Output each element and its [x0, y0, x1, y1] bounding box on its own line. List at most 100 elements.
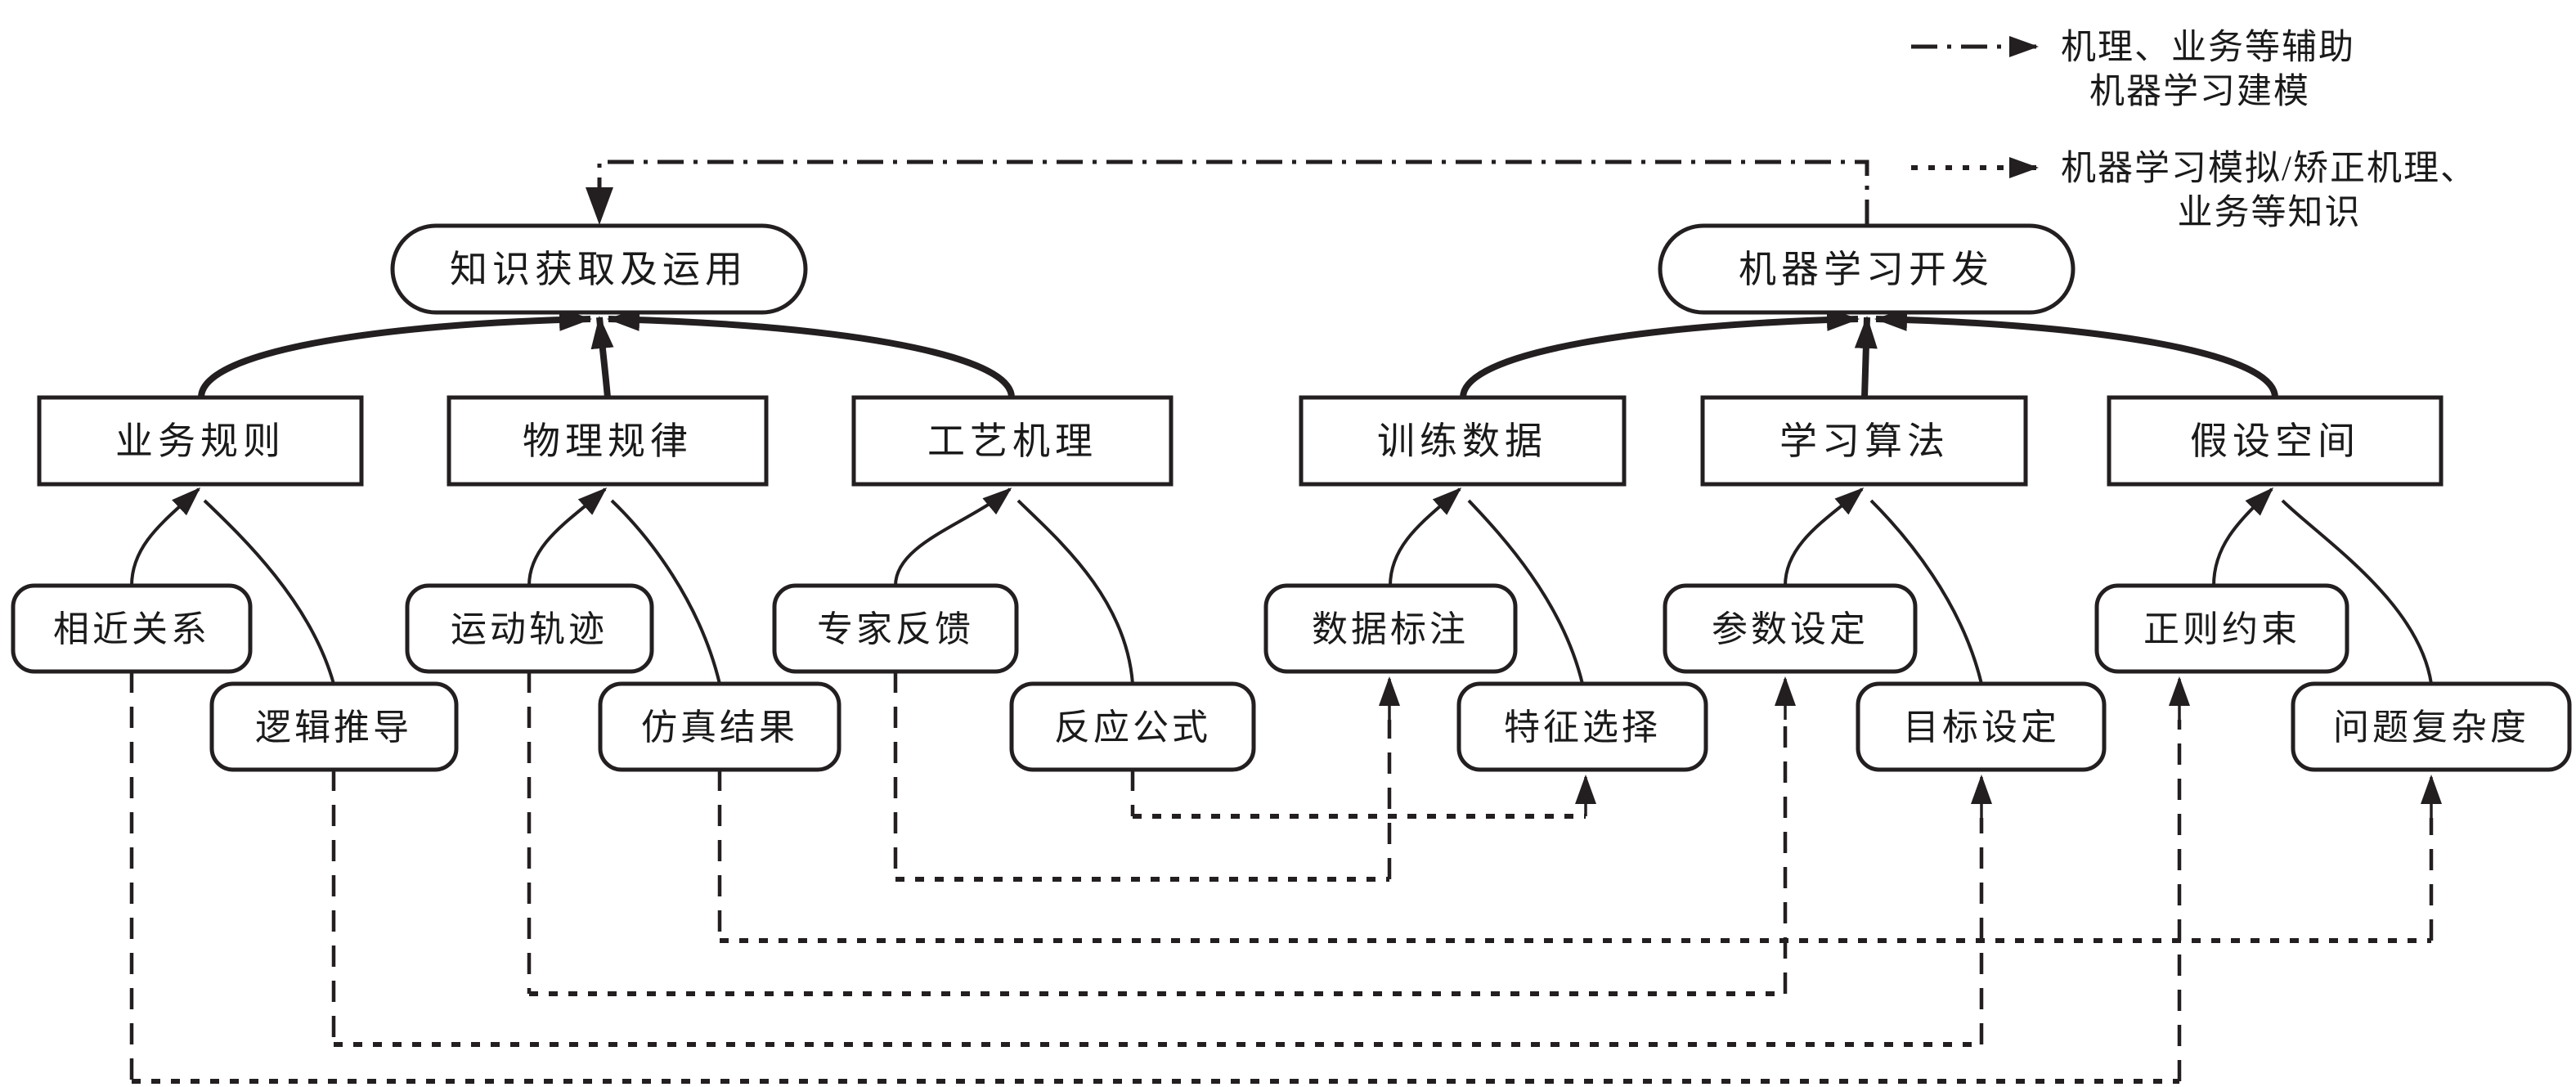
node-motion-trajectory: 运动轨迹	[405, 583, 654, 674]
node-shape	[447, 395, 769, 487]
node-label: 数据标注	[1312, 609, 1469, 649]
node-shape	[1856, 681, 2107, 772]
edge-training-to-ml	[1460, 308, 1860, 398]
node-label: 训练数据	[1377, 420, 1547, 462]
solid-edges-to-learning-algorithm	[1784, 487, 1983, 685]
solid-edges-to-training-data	[1389, 487, 1584, 685]
edge-process-to-knowledge	[607, 308, 1015, 398]
edge-algorithm-to-ml	[1854, 316, 1878, 398]
edge-complexity-to-hypothesis	[2281, 499, 2433, 685]
node-shape	[2107, 395, 2444, 487]
node-reaction-formula: 反应公式	[1009, 681, 1256, 772]
node-label: 参数设定	[1712, 609, 1869, 649]
edge-motion-to-physics	[527, 487, 608, 586]
node-shape	[405, 583, 654, 674]
solid-edges-to-physical-laws	[527, 487, 721, 685]
node-logical-derivation: 逻辑推导	[209, 681, 459, 772]
node-shape	[1263, 583, 1518, 674]
node-process-mechanism: 工艺机理	[851, 395, 1174, 487]
legend-label-line1: 机理、业务等辅助	[2061, 29, 2355, 67]
node-business-rules: 业务规则	[37, 395, 364, 487]
edge-business-to-knowledge	[198, 308, 592, 398]
node-shape	[851, 395, 1174, 487]
node-simulation-results: 仿真结果	[598, 681, 841, 772]
node-label: 业务规则	[115, 420, 285, 462]
edge-params-to-algorithm	[1784, 487, 1865, 586]
legend: 机理、业务等辅助 机器学习建模 机器学习模拟/矫正机理、 业务等知识	[1911, 29, 2477, 232]
edge-expert-to-process	[894, 487, 1012, 586]
solid-edges-to-hypothesis-space	[2212, 487, 2433, 685]
node-label: 物理规律	[523, 420, 693, 462]
node-shape	[2291, 681, 2572, 772]
solid-edges-to-process-mechanism	[894, 487, 1134, 685]
node-label: 知识获取及运用	[450, 249, 747, 290]
dotted-edge-logic-to-goal	[331, 770, 1992, 1047]
node-shape	[1009, 681, 1256, 772]
node-shape	[1700, 395, 2028, 487]
node-shape	[1663, 583, 1918, 674]
node-label: 反应公式	[1054, 707, 1211, 748]
node-label: 仿真结果	[641, 707, 798, 748]
node-label: 相近关系	[53, 609, 210, 649]
node-label: 学习算法	[1779, 420, 1950, 462]
edge-physics-to-knowledge	[590, 316, 614, 398]
node-label: 专家反馈	[817, 609, 974, 649]
dotted-edge-expert-to-labeling	[893, 672, 1400, 882]
node-shape	[1658, 223, 2076, 315]
node-label: 假设空间	[2190, 420, 2360, 462]
dotted-edge-reaction-to-feature	[1130, 770, 1596, 819]
legend-item-dash-dot: 机理、业务等辅助 机器学习建模	[1911, 29, 2355, 111]
node-similar-relations: 相近关系	[11, 583, 253, 674]
node-label: 逻辑推导	[255, 707, 412, 748]
solid-edges-to-business-rules	[130, 487, 335, 685]
edge-simulation-to-physics	[610, 499, 721, 685]
node-shape	[598, 681, 841, 772]
node-physical-laws: 物理规律	[447, 395, 769, 487]
node-parameter-setting: 参数设定	[1663, 583, 1918, 674]
node-training-data: 训练数据	[1299, 395, 1627, 487]
node-label: 正则约束	[2143, 609, 2300, 649]
node-label: 工艺机理	[927, 420, 1097, 462]
dash-dot-edge-mlroot-to-knowledge	[586, 159, 1869, 226]
edge-regular-to-hypothesis	[2212, 487, 2274, 586]
node-shape	[37, 395, 364, 487]
node-goal-setting: 目标设定	[1856, 681, 2107, 772]
node-shape	[2094, 583, 2349, 674]
edge-reaction-to-process	[1016, 499, 1134, 685]
legend-label-line1: 机器学习模拟/矫正机理、	[2061, 149, 2477, 188]
edge-labeling-to-training	[1389, 487, 1462, 586]
node-label: 运动轨迹	[451, 609, 608, 649]
node-hypothesis-space: 假设空间	[2107, 395, 2444, 487]
edge-logic-to-business	[203, 499, 335, 685]
node-shape	[1456, 681, 1708, 772]
solid-edges-to-ml-root	[1460, 308, 2278, 398]
node-label: 特征选择	[1504, 707, 1661, 748]
dash-dot-connector	[586, 159, 1869, 226]
node-shape	[390, 223, 808, 315]
node-label: 问题复杂度	[2333, 707, 2529, 748]
node-shape	[209, 681, 459, 772]
node-shape	[772, 583, 1019, 674]
node-data-labeling: 数据标注	[1263, 583, 1518, 674]
node-label: 机器学习开发	[1739, 249, 1994, 290]
edge-similar-to-business	[130, 487, 201, 586]
edge-feature-to-training	[1467, 499, 1584, 685]
node-feature-selection: 特征选择	[1456, 681, 1708, 772]
node-knowledge-root: 知识获取及运用	[390, 223, 808, 315]
solid-edges-to-knowledge-root	[198, 308, 1015, 398]
legend-label-line2: 机器学习建模	[2089, 72, 2310, 111]
node-learning-algorithm: 学习算法	[1700, 395, 2028, 487]
dotted-edge-similar-to-regularization	[129, 672, 2190, 1084]
node-shape	[11, 583, 253, 674]
node-problem-complexity: 问题复杂度	[2291, 681, 2572, 772]
legend-label-line2: 业务等知识	[2178, 194, 2362, 232]
node-label: 目标设定	[1903, 707, 2060, 748]
legend-item-dotted: 机器学习模拟/矫正机理、 业务等知识	[1911, 149, 2477, 232]
dotted-edge-motion-to-params	[527, 672, 1796, 996]
node-regularization: 正则约束	[2094, 583, 2349, 674]
edge-hypothesis-to-ml	[1874, 308, 2278, 398]
edge-goal-to-algorithm	[1869, 499, 1983, 685]
node-ml-root: 机器学习开发	[1658, 223, 2076, 315]
